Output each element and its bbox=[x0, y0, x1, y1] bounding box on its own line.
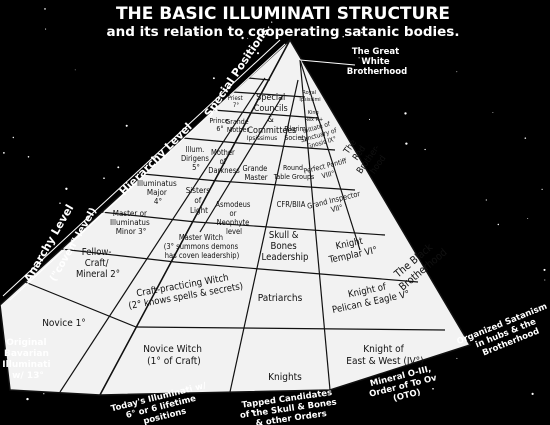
star bbox=[59, 202, 61, 204]
star bbox=[196, 31, 199, 34]
star bbox=[250, 409, 254, 413]
star bbox=[342, 35, 344, 38]
star bbox=[44, 8, 46, 10]
star bbox=[544, 279, 546, 281]
cell-master-illuminatus: Master or Illuminatus Minor 3° bbox=[110, 209, 152, 236]
cell-round-table: Round Table Groups bbox=[273, 164, 315, 181]
cell-master-witch: Master Witch (3° summons demons has cove… bbox=[164, 233, 241, 260]
star bbox=[541, 188, 543, 190]
side-band bbox=[2, 39, 286, 301]
cell-novice-witch: Novice Witch (1° of Craft) bbox=[143, 344, 205, 367]
pyramid-grid-lines bbox=[24, 59, 446, 393]
star bbox=[43, 393, 45, 395]
star bbox=[424, 148, 426, 151]
cell-asmodeus: Asmodeus or Neophyte level bbox=[215, 200, 252, 236]
star bbox=[527, 218, 529, 220]
star bbox=[247, 37, 249, 39]
cell-novice: Novice 1° bbox=[42, 318, 86, 329]
callout-original-bavarian: Original Bavarian Illuminati w/ 13° bbox=[2, 338, 53, 381]
title-line-1: THE BASIC ILLUMINATI STRUCTURE bbox=[116, 4, 450, 24]
cell-cfr: CFR/BIIA bbox=[277, 200, 306, 209]
cell-illum-dirigens: Illum. Dirigens 5° bbox=[181, 145, 211, 172]
callout-great-white-brotherhood: The Great White Brotherhood bbox=[299, 47, 407, 77]
cell-special-councils: Special Councils & Committees bbox=[247, 93, 296, 136]
cell-patriarchs: Patriarchs bbox=[258, 293, 303, 304]
star bbox=[404, 112, 407, 115]
star bbox=[125, 124, 128, 127]
star bbox=[241, 36, 244, 40]
star bbox=[212, 77, 215, 80]
cell-grande-master: Grande Master bbox=[242, 164, 269, 182]
cell-prince: Prince 6° bbox=[209, 117, 230, 133]
cell-skull-bones: Skull & Bones Leadership bbox=[262, 230, 309, 263]
star bbox=[74, 69, 76, 71]
cell-illuminatus-major: Illuminatus Major 4° bbox=[137, 179, 179, 206]
star bbox=[360, 31, 363, 34]
star bbox=[432, 387, 434, 390]
cell-grande-mother: Grande Mother bbox=[225, 118, 250, 134]
svg-text:The Great White Br: The Great White Brotherhood bbox=[347, 47, 407, 77]
star bbox=[267, 26, 270, 28]
star bbox=[492, 111, 494, 113]
star bbox=[117, 166, 120, 169]
cell-knights: Knights bbox=[268, 372, 302, 383]
cell-royal: Royal Ipsissimi bbox=[299, 90, 320, 103]
star bbox=[524, 137, 527, 139]
cell-priest: Priest 7° bbox=[228, 95, 245, 109]
star bbox=[271, 21, 273, 23]
star bbox=[358, 57, 360, 59]
cell-knight-east-west: Knight of East & West (IV°) bbox=[346, 344, 423, 367]
star bbox=[166, 11, 169, 14]
title-line-2: and its relation to cooperating satanic … bbox=[107, 24, 460, 40]
star bbox=[240, 30, 244, 34]
star bbox=[256, 52, 260, 55]
star bbox=[405, 142, 408, 145]
star bbox=[497, 223, 500, 226]
cell-sisters-light: Sisters of Light bbox=[186, 186, 213, 215]
star bbox=[65, 187, 68, 190]
star bbox=[12, 136, 14, 139]
star bbox=[368, 118, 371, 120]
star bbox=[3, 152, 5, 154]
star bbox=[45, 28, 47, 30]
star bbox=[485, 199, 487, 201]
star bbox=[371, 71, 373, 73]
star bbox=[531, 392, 534, 395]
star bbox=[103, 177, 105, 180]
star bbox=[27, 156, 30, 158]
cell-pilgrim: Pilgrim Society bbox=[284, 125, 308, 142]
star bbox=[26, 397, 29, 401]
star bbox=[543, 268, 546, 271]
cell-ipsissimus: Ipsissimus bbox=[247, 134, 277, 142]
cell-mother-darkness: Mother of Darkness bbox=[208, 148, 240, 175]
cell-king: King Rex R+ bbox=[305, 110, 323, 123]
star bbox=[456, 71, 458, 73]
cell-fellow-craft: Fellow- Craft/ Mineral 2° bbox=[76, 247, 120, 280]
star bbox=[456, 357, 458, 359]
svg-text:Original Bavarian: Original Bavarian Illuminati w/ 13° bbox=[2, 338, 53, 381]
